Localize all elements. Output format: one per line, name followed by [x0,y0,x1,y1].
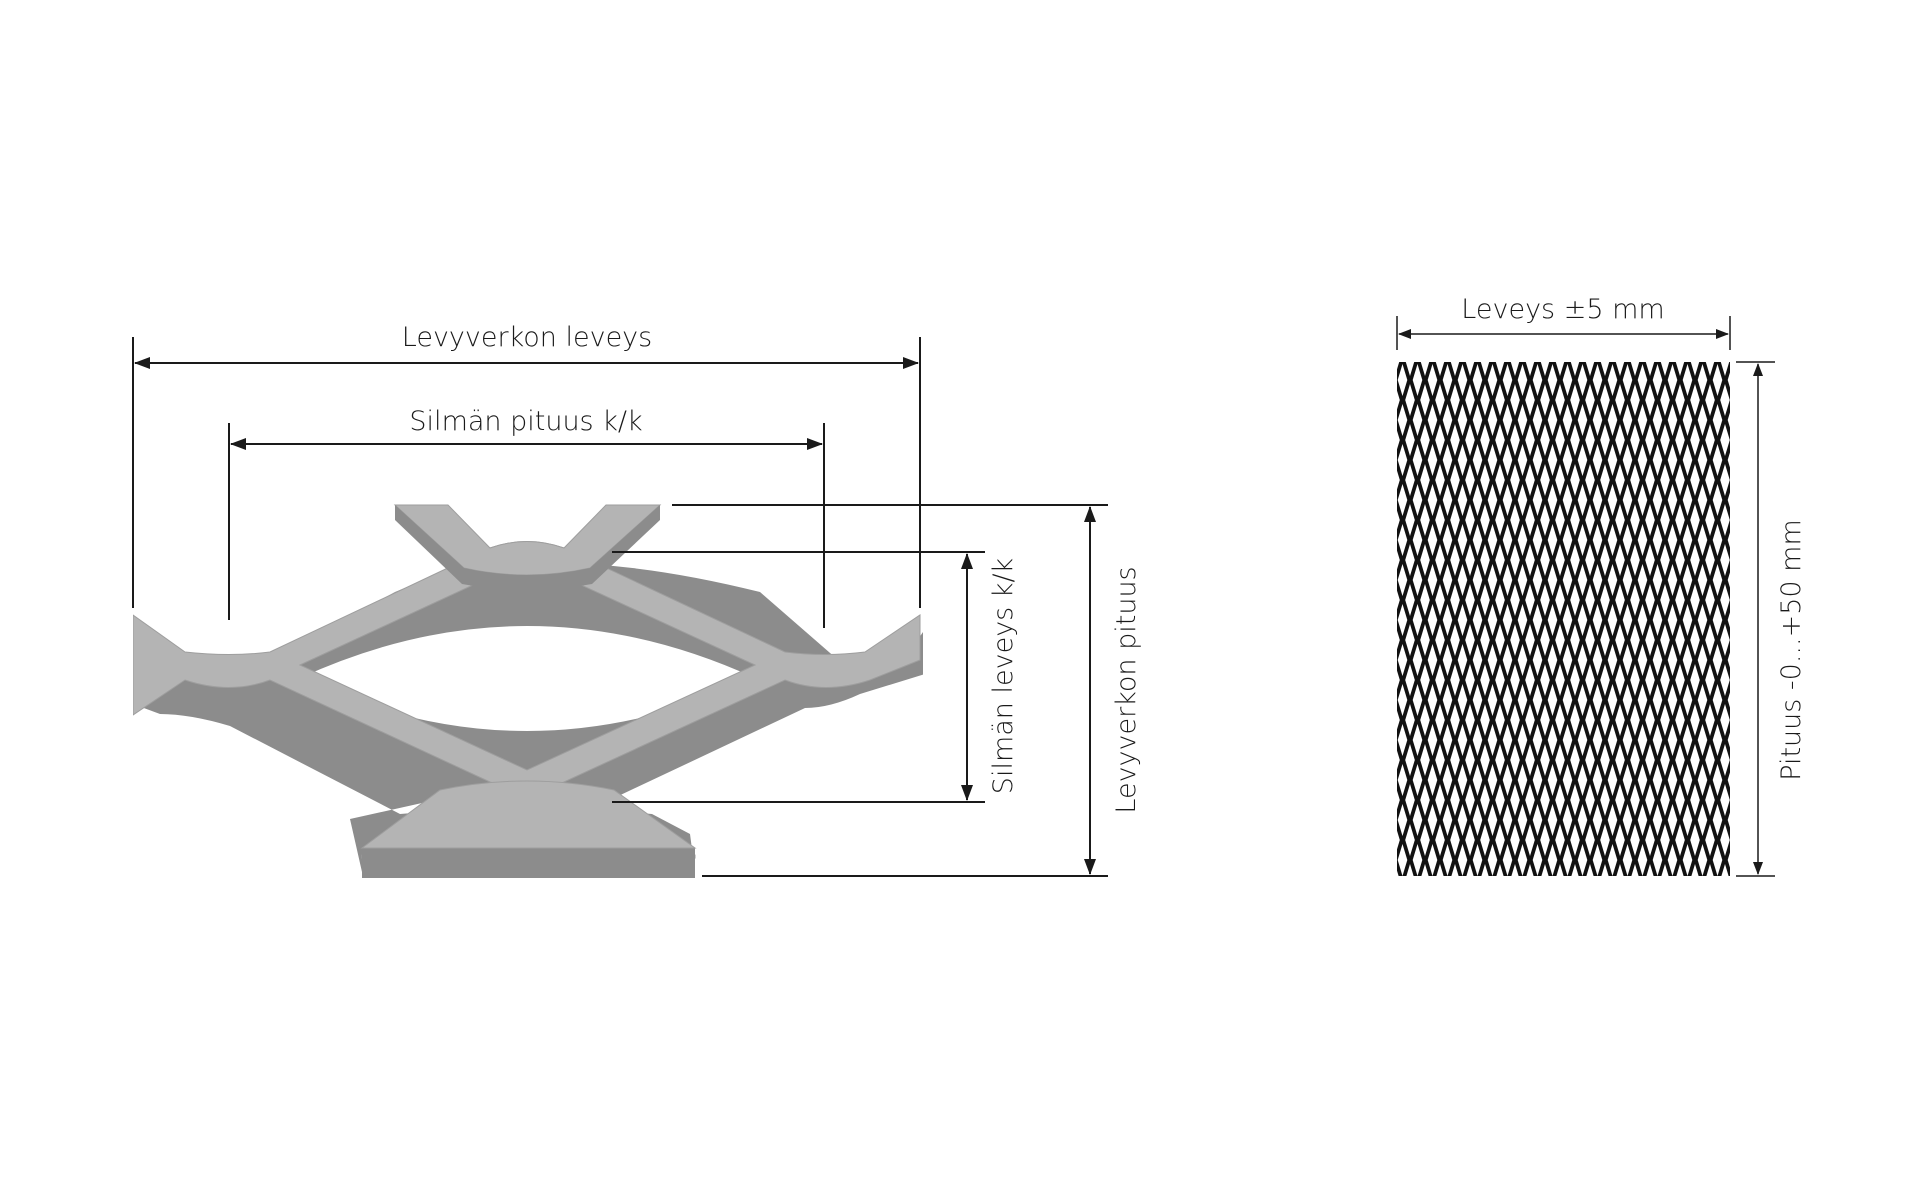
mesh-upper-node [393,504,662,576]
mesh-lower-node-top [360,780,697,849]
mesh-sheet-sample-pattern [1397,362,1730,876]
sample-dimension-lines [1396,316,1775,877]
sheet-length-label: Levyverkon pituus [1111,566,1142,813]
mesh-lower-node-side [362,848,695,878]
mesh-strand-face [133,541,921,789]
mesh-width-label: Silmän leveys k/k [988,558,1019,794]
expanded-metal-mesh-illustration [133,504,923,878]
dimension-lines [132,337,1108,877]
mesh-sheet-sample [1397,362,1730,876]
sheet-width-label: Levyverkon leveys [402,322,652,353]
mesh-upper-node-side [395,505,660,590]
mesh-length-label: Silmän pituus k/k [409,406,642,437]
sample-length-label: Pituus -0...+50 mm [1776,519,1807,780]
sample-width-label: Leveys ±5 mm [1461,294,1664,325]
